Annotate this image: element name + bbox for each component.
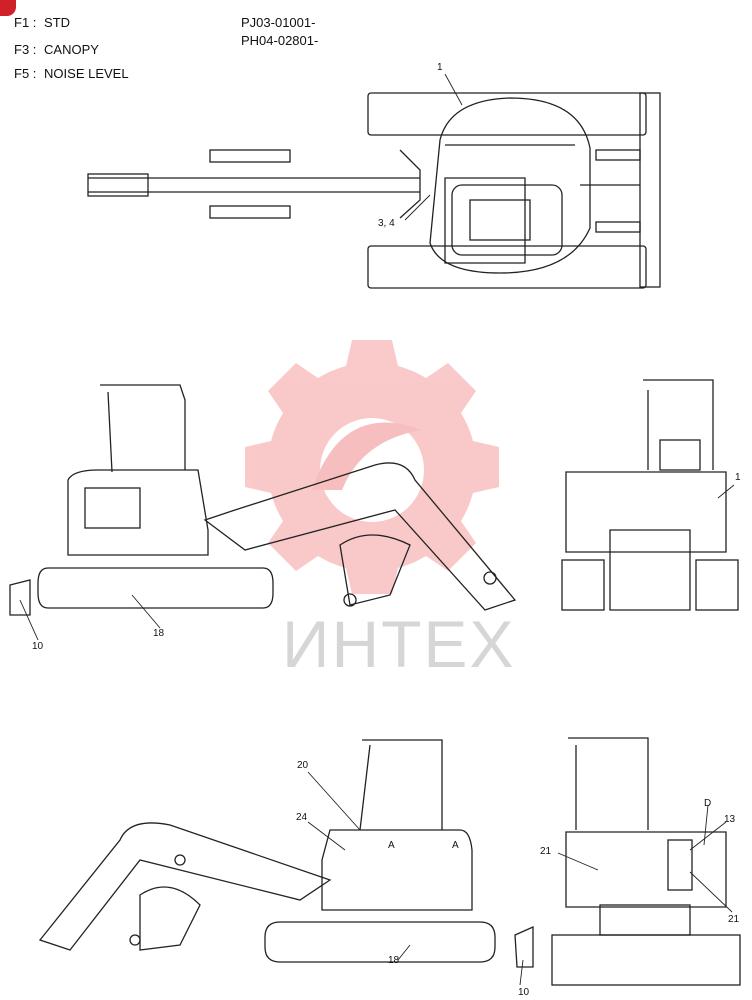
side-view-left-drawing [9,384,517,616]
callout-top-3-4: 3, 4 [378,218,395,229]
callout-front-1: 1 [735,472,741,483]
watermark-text: ИНТЕХ [282,607,516,681]
callout-right-20: 20 [297,760,309,771]
corner-badge [0,0,16,16]
front-view-drawing [561,379,739,611]
variant-f1: F1 : STD [14,15,71,30]
top-view-drawing [87,92,661,289]
rear-view-drawing [551,737,741,986]
leader-lines [19,73,735,986]
callout-left-10: 10 [32,641,44,652]
callout-right-18: 18 [388,955,400,966]
callout-rear-21: 21 [540,846,552,857]
side-view-right-drawing [38,739,534,968]
decal-a-2: A [452,840,459,851]
variant-f5: F5 : NOISE LEVEL [14,66,129,81]
callout-top-1: 1 [437,62,443,73]
decal-a-1: A [388,840,395,851]
callout-right-10: 10 [518,987,530,998]
serial-2: PH04-02801- [241,33,319,48]
serial-1: PJ03-01001- [241,15,316,30]
variant-f3: F3 : CANOPY [14,42,99,57]
callout-rear-13: 13 [724,814,736,825]
callout-rear-d: D [704,798,712,809]
callout-rear-21-b: 21 [728,914,740,925]
callout-left-18: 18 [153,628,165,639]
callout-right-24: 24 [296,812,308,823]
